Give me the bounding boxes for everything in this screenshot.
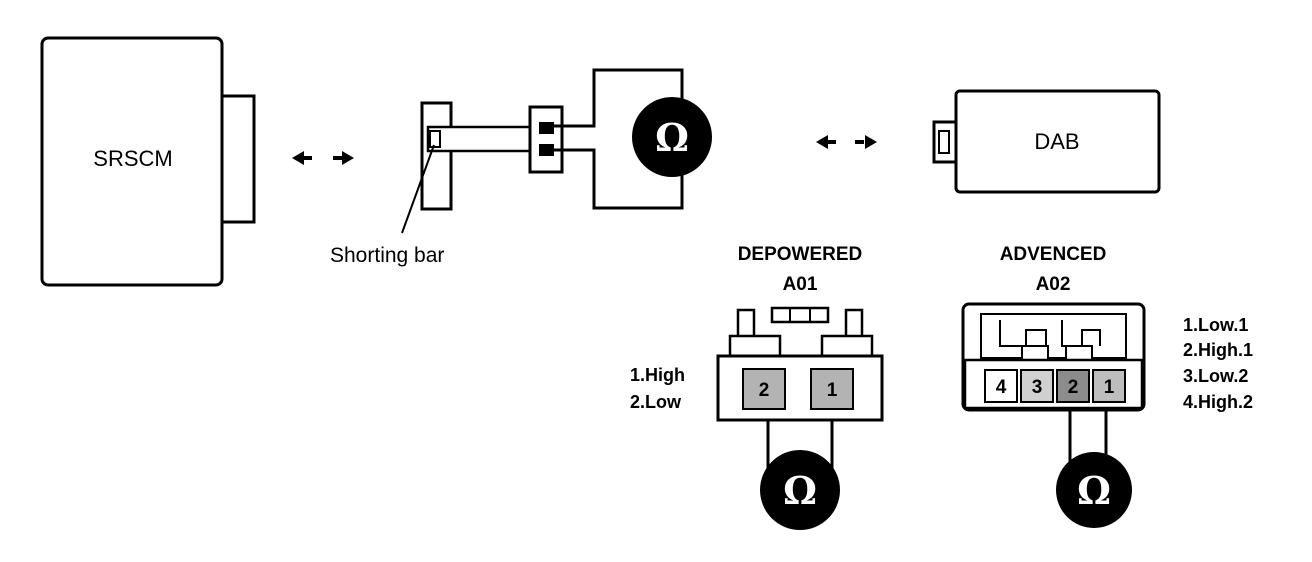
- double-arrow-left-icon: [292, 151, 354, 165]
- a02-legend-3: 3.Low.2: [1183, 366, 1248, 386]
- shorting-bar-label: Shorting bar: [330, 244, 444, 267]
- srscm-label: SRSCM: [93, 146, 172, 171]
- depowered-code: A01: [783, 274, 818, 295]
- a02-ohmmeter-icon: Ω: [1056, 452, 1132, 528]
- a01-legend-1: 1.High: [630, 365, 685, 385]
- dab-label: DAB: [1034, 129, 1079, 154]
- a02-pin-2: 2: [1068, 377, 1079, 398]
- a01-legend-2: 2.Low: [630, 392, 682, 412]
- a01-pin-2: 2: [759, 380, 770, 401]
- svg-text:Ω: Ω: [783, 468, 817, 513]
- a01-connector: 2 1: [716, 306, 884, 472]
- a02-legend-4: 4.High.2: [1183, 392, 1253, 412]
- svg-text:Ω: Ω: [1077, 468, 1111, 513]
- a01-ohmmeter-icon: Ω: [760, 450, 840, 530]
- depowered-title: DEPOWERED: [738, 244, 863, 265]
- a02-connector: 4 3 2 1: [961, 302, 1146, 470]
- a02-pin-3: 3: [1032, 377, 1043, 398]
- a01-pin-1: 1: [827, 380, 838, 401]
- a02-legend-2: 2.High.1: [1183, 340, 1253, 360]
- double-arrow-right-icon: [816, 135, 877, 149]
- svg-text:Ω: Ω: [655, 115, 689, 160]
- advenced-title: ADVENCED: [1000, 244, 1107, 265]
- a02-legend-1: 1.Low.1: [1183, 315, 1248, 335]
- shorting-bar-harness: [401, 68, 684, 234]
- dab-module: DAB: [932, 89, 1161, 194]
- ohmmeter-icon: Ω: [632, 97, 712, 177]
- srscm-module: SRSCM: [40, 36, 256, 287]
- a02-pin-1: 1: [1104, 377, 1115, 398]
- advenced-code: A02: [1036, 274, 1071, 295]
- a02-pin-4: 4: [996, 377, 1007, 398]
